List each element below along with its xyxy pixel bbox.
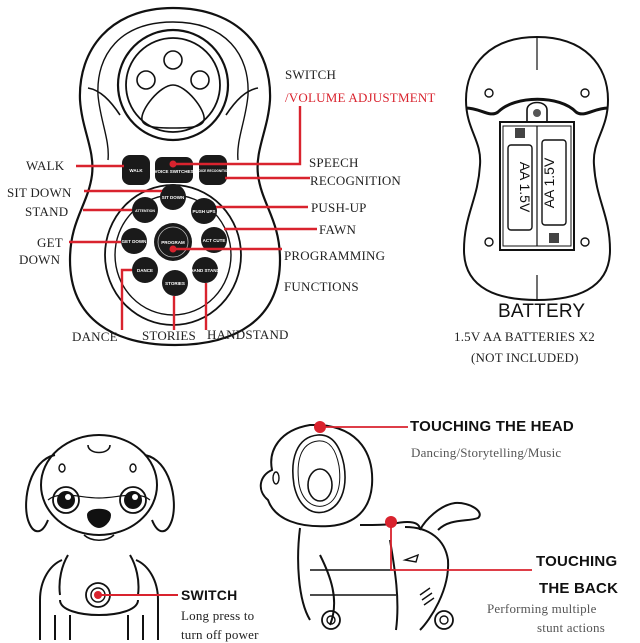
stories-button[interactable] (162, 270, 188, 296)
label-switch: SWITCH (285, 67, 337, 82)
get-down-button-label: GET DOWN (122, 239, 147, 244)
label-functions: FUNCTIONS (284, 279, 359, 294)
walk-button-label: WALK (129, 168, 143, 173)
battery-compartment (462, 35, 612, 302)
remote-buttons: WALK VOICE SWITCHES VOICE RECOGNITION SI… (121, 155, 230, 296)
back-title-2: THE BACK (539, 580, 619, 597)
hand-stand-button[interactable] (192, 257, 218, 283)
hand-stand-button-label: HAND STAND (190, 268, 220, 273)
act-cute-button-label: ACT CUTE (203, 238, 226, 243)
switch-callout-line (173, 106, 302, 166)
push-ups-button-label: PUSH UPS (192, 209, 215, 214)
dance-button-label: DANCE (137, 268, 153, 273)
label-programming: PROGRAMMING (284, 248, 386, 263)
battery-note: (NOT INCLUDED) (471, 350, 579, 365)
back-title-1: TOUCHING (536, 553, 618, 570)
label-speech: SPEECH (309, 155, 359, 170)
attention-button-label: ATTENTION (135, 209, 155, 213)
robot-eye-right (119, 486, 147, 514)
program-button-label: PROGRAM (161, 240, 185, 245)
battery-cell-left-label: AA 1.5V (517, 162, 533, 213)
back-callout (385, 516, 532, 571)
walk-button[interactable] (122, 155, 150, 185)
sit-down-button-label: SIT DOWN (162, 195, 185, 200)
program-button[interactable] (154, 223, 192, 261)
voice-recognition-button[interactable] (199, 155, 227, 185)
robot-eye-left (52, 486, 80, 514)
head-callout (314, 421, 408, 433)
battery-spec: 1.5V AA BATTERIES X2 (454, 329, 595, 344)
voice-switches-button-label: VOICE SWITCHES (154, 169, 193, 174)
label-stand: STAND (25, 204, 69, 219)
get-down-button[interactable] (121, 228, 147, 254)
sit-down-button[interactable] (160, 184, 186, 210)
label-walk: WALK (26, 158, 65, 173)
label-handstand: HANDSTAND (207, 327, 289, 342)
label-sit-down: SIT DOWN (7, 185, 72, 200)
label-stories: STORIES (142, 328, 196, 343)
paw-button-ring (116, 28, 230, 142)
act-cute-button[interactable] (201, 227, 227, 253)
stories-button-label: STORIES (165, 281, 185, 286)
push-ups-button[interactable] (191, 198, 217, 224)
paw-toe-icon (163, 50, 183, 70)
paw-pad-icon (141, 84, 205, 129)
label-dance: DANCE (72, 329, 118, 344)
label-push-up: PUSH-UP (311, 200, 367, 215)
back-desc-2: stunt actions (537, 620, 605, 635)
switch-callout (94, 591, 178, 599)
battery-cell-left (507, 144, 533, 231)
dance-button[interactable] (132, 257, 158, 283)
remote-callouts (69, 106, 317, 330)
battery-title: BATTERY (498, 301, 586, 322)
screw-icon (580, 88, 590, 98)
label-fawn: FAWN (319, 222, 357, 237)
robot-nose (86, 508, 112, 529)
voice-recognition-button-label: VOICE RECOGNITION (196, 169, 230, 173)
head-desc: Dancing/Storytelling/Music (411, 445, 562, 460)
screw-icon (484, 88, 494, 98)
switch-desc-1: Long press to (181, 608, 255, 623)
robot-dog-front (25, 434, 175, 640)
label-get: GET (37, 235, 63, 250)
screw-icon (484, 237, 494, 247)
screw-icon (580, 237, 590, 247)
label-recognition: RECOGNITION (310, 173, 402, 188)
label-down: DOWN (19, 252, 61, 267)
battery-cell-right-label: AA 1.5V (541, 157, 557, 208)
switch-title: SWITCH (181, 587, 238, 603)
back-desc-1: Performing multiple (487, 601, 597, 616)
robot-dog-side (259, 424, 481, 631)
robot-tail (419, 501, 481, 531)
label-volume-adjustment: /VOLUME ADJUSTMENT (285, 90, 436, 105)
switch-desc-2: turn off power (181, 627, 259, 642)
attention-button[interactable] (132, 197, 158, 223)
battery-cell-right (541, 139, 567, 226)
dance-callout-line (120, 268, 132, 330)
head-title: TOUCHING THE HEAD (410, 418, 574, 435)
